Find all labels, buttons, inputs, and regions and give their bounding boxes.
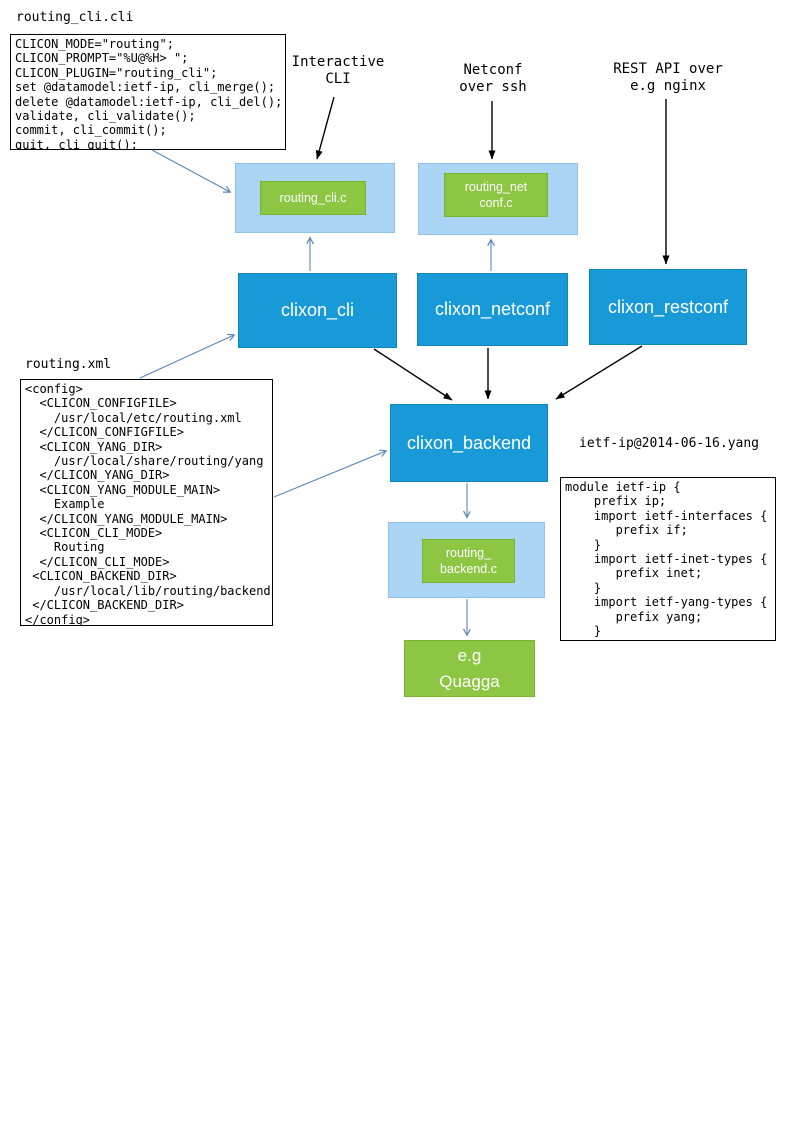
arrow-xml-to-backend [273,451,386,498]
ietf-ip-yang-label: ietf-ip@2014-06-16.yang [579,436,760,451]
arrow-xml-to-clixon-cli [139,335,234,379]
routing-backend-c-chip: routing_ backend.c [422,539,515,583]
routing-cli-c-container: routing_cli.c [235,163,395,233]
clixon-netconf-node: clixon_netconf [417,273,568,346]
clixon-cli-node: clixon_cli [238,273,397,348]
ietf-ip-yang-code-box: module ietf-ip { prefix ip; import ietf-… [560,477,776,641]
routing-xml-code-box: <config> <CLICON_CONFIGFILE> /usr/local/… [20,379,273,626]
arrow-cli-file-to-routing-cli-c [151,149,230,192]
routing-cli-file-label: routing_cli.cli [16,10,134,25]
clixon-restconf-node: clixon_restconf [589,269,747,345]
netconf-over-ssh-label: Netconf over ssh [459,62,527,95]
rest-api-label: REST API over e.g nginx [613,61,723,94]
interactive-cli-label: Interactive CLI [291,54,385,87]
routing-cli-c-chip: routing_cli.c [260,181,366,215]
clixon-backend-node: clixon_backend [390,404,548,482]
quagga-node: e.g Quagga [404,640,535,697]
arrow-clixon-cli-to-backend [373,348,453,401]
routing-netconf-c-chip: routing_net conf.c [444,173,548,217]
arrow-interactive-cli-to-routing-cli-c [315,96,335,160]
routing-netconf-c-container: routing_net conf.c [418,163,578,235]
routing-xml-label: routing.xml [25,357,112,372]
routing-backend-c-container: routing_ backend.c [388,522,545,598]
routing-cli-code-box: CLICON_MODE="routing"; CLICON_PROMPT="%U… [10,34,286,150]
arrow-clixon-restconf-to-backend [555,345,643,400]
